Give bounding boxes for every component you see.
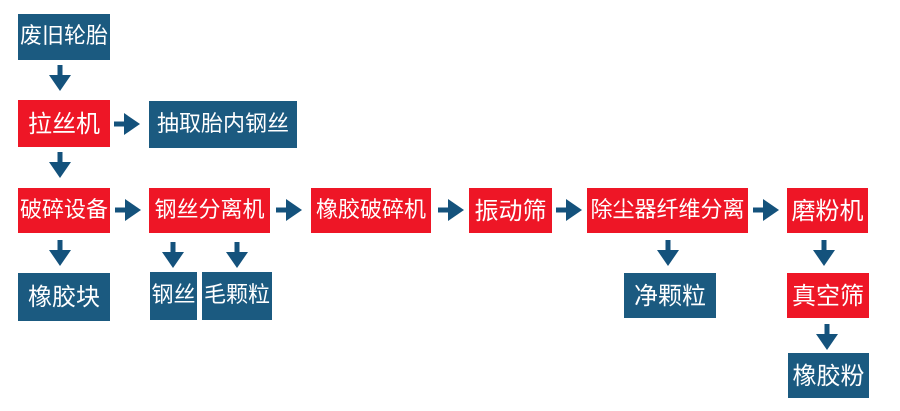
node-fluff-particles: 毛颗粒 bbox=[202, 272, 272, 320]
arrow-down-icon bbox=[225, 242, 249, 268]
arrow-down-icon bbox=[812, 240, 836, 266]
node-dust-collector-fiber-separation: 除尘器纤维分离 bbox=[587, 188, 748, 233]
arrow-down-icon bbox=[656, 240, 680, 266]
node-crushing-equipment: 破碎设备 bbox=[18, 188, 110, 233]
node-grinding-machine: 磨粉机 bbox=[787, 188, 868, 233]
arrow-right-icon bbox=[753, 198, 779, 222]
arrow-right-icon bbox=[556, 198, 582, 222]
arrow-right-icon bbox=[276, 198, 302, 222]
node-wire-drawing-machine: 拉丝机 bbox=[18, 100, 110, 147]
arrow-down-icon bbox=[48, 240, 72, 266]
node-waste-tires: 废旧轮胎 bbox=[18, 14, 110, 60]
arrow-down-icon bbox=[161, 242, 185, 268]
arrow-down-icon bbox=[48, 152, 72, 178]
node-steel-wire-separator: 钢丝分离机 bbox=[149, 188, 270, 233]
arrow-right-icon bbox=[438, 198, 464, 222]
node-steel-wire: 钢丝 bbox=[150, 272, 197, 320]
node-clean-particles: 净颗粒 bbox=[624, 273, 716, 318]
node-rubber-powder: 橡胶粉 bbox=[788, 353, 869, 398]
node-extract-inner-steel-wire: 抽取胎内钢丝 bbox=[149, 101, 297, 148]
node-vacuum-screen: 真空筛 bbox=[787, 273, 869, 318]
node-rubber-crusher: 橡胶破碎机 bbox=[311, 188, 431, 233]
arrow-down-icon bbox=[48, 65, 72, 91]
node-rubber-block: 橡胶块 bbox=[18, 273, 110, 321]
arrow-down-icon bbox=[815, 324, 839, 350]
node-vibrating-screen: 振动筛 bbox=[469, 188, 552, 233]
arrow-right-icon bbox=[115, 198, 141, 222]
arrow-right-icon bbox=[114, 112, 140, 136]
